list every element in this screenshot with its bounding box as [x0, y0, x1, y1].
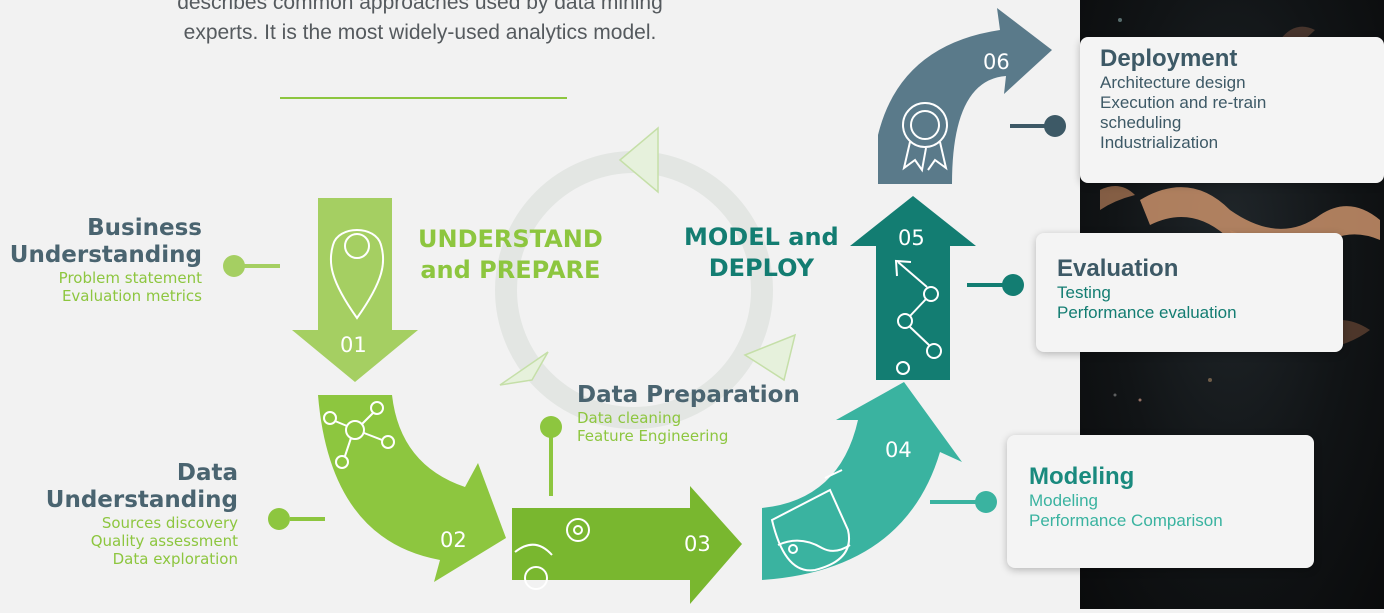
modeling-card: Modeling Modeling Performance Comparison [1007, 435, 1314, 568]
modeling-item-1: Modeling [1029, 491, 1098, 510]
deployment-title: Deployment [1100, 45, 1238, 72]
evaluation-item-1: Testing [1057, 283, 1111, 302]
business-item-2: Evaluation metrics [61, 287, 202, 305]
data-understanding-title-line-2: Understanding [45, 487, 238, 513]
data-understanding-item-1: Sources discovery [101, 514, 238, 532]
divider-line [280, 97, 567, 99]
data-understanding-item-2: Quality assessment [90, 532, 238, 550]
step-03-number: 03 [684, 532, 711, 556]
deployment-card: Deployment Architecture design Execution… [1080, 37, 1384, 183]
evaluation-item-2: Performance evaluation [1057, 303, 1237, 322]
connector-data-preparation [540, 416, 562, 496]
understand-line-1: UNDERSTAND [418, 225, 603, 253]
flask-icon [770, 469, 851, 572]
data-preparation-item-1: Data cleaning [577, 409, 682, 427]
step-05-number: 05 [898, 226, 925, 250]
connector-data-understanding [268, 508, 325, 530]
step-06-number: 06 [983, 50, 1010, 74]
data-preparation-label: Data Preparation Data cleaning Feature E… [577, 382, 800, 445]
cycle-arrowhead-right [743, 333, 797, 382]
understand-prepare-label: UNDERSTAND and PREPARE [418, 224, 603, 286]
step-01-arrow [292, 198, 418, 382]
step-02-arrow [318, 395, 506, 582]
gears-icon [514, 518, 590, 590]
model-line-2: DEPLOY [708, 254, 814, 282]
business-understanding-label: Business Understanding Problem statement… [10, 215, 202, 305]
award-badge-icon [902, 102, 948, 173]
intro-text: describes common approaches used by data… [80, 0, 760, 48]
step-06-arrow [878, 8, 1052, 184]
intro-line-2: experts. It is the most widely-used anal… [183, 21, 657, 44]
business-title-line-2: Understanding [9, 242, 202, 268]
business-title-line-1: Business [87, 215, 202, 241]
business-item-1: Problem statement [58, 269, 202, 287]
model-deploy-label: MODEL and DEPLOY [684, 222, 839, 284]
data-preparation-title: Data Preparation [577, 382, 800, 408]
cycle-arrowhead-left [499, 351, 549, 386]
step-04-arrow [762, 382, 962, 580]
step-04-number: 04 [885, 438, 912, 462]
map-pin-icon [329, 229, 385, 320]
network-nodes-icon [323, 401, 395, 469]
connector-deployment [1010, 115, 1066, 137]
cycle-arrowhead-top [618, 126, 659, 194]
deployment-item-1: Architecture design [1100, 73, 1246, 92]
data-understanding-title-line-1: Data [176, 460, 238, 486]
cycle-ring [495, 126, 797, 429]
step-01-number: 01 [340, 333, 367, 357]
deployment-item-2: Execution and re-train [1100, 93, 1267, 112]
trend-graph-icon [894, 259, 942, 375]
intro-line-1: describes common approaches used by data… [177, 0, 663, 14]
connector-modeling [930, 491, 997, 513]
data-understanding-item-3: Data exploration [112, 550, 238, 568]
deployment-item-4: Industrialization [1100, 133, 1219, 152]
understand-line-2: and PREPARE [420, 256, 601, 284]
step-05-arrow [850, 196, 976, 380]
step-03-arrow [512, 486, 742, 604]
data-preparation-item-2: Feature Engineering [577, 427, 729, 445]
step-02-number: 02 [440, 528, 467, 552]
deployment-item-3: scheduling [1100, 113, 1182, 132]
evaluation-card: Evaluation Testing Performance evaluatio… [1036, 233, 1343, 352]
evaluation-title: Evaluation [1057, 255, 1179, 282]
connector-evaluation [967, 274, 1024, 296]
model-line-1: MODEL and [684, 223, 839, 251]
data-understanding-label: Data Understanding Sources discovery Qua… [46, 460, 238, 568]
connector-business [223, 255, 280, 277]
modeling-item-2: Performance Comparison [1029, 511, 1223, 530]
modeling-title: Modeling [1029, 463, 1135, 490]
